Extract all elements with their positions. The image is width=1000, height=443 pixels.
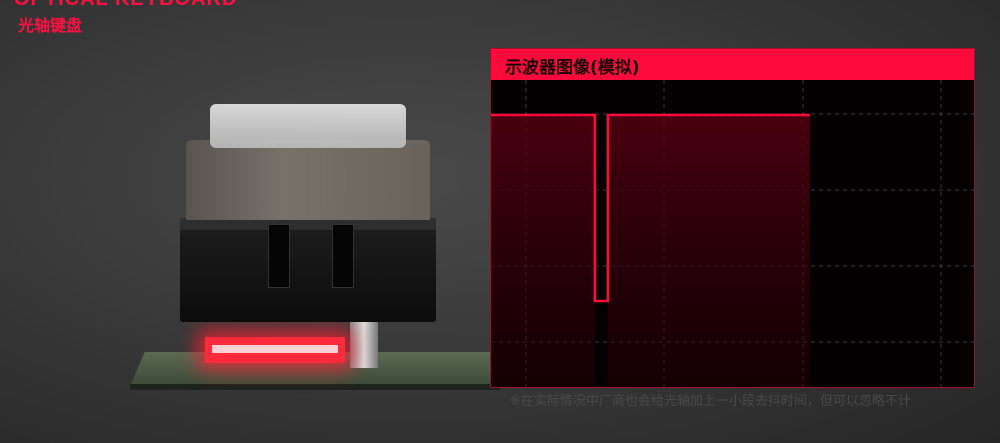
switch-pin — [350, 318, 378, 368]
switch-housing — [180, 218, 436, 322]
oscilloscope-plot — [491, 80, 974, 387]
title-english: OPTICAL KEYBOARD — [14, 0, 237, 11]
signal-fill — [491, 115, 595, 387]
housing-clip-left — [268, 224, 290, 288]
switch-stem — [186, 140, 430, 220]
signal-fill — [607, 115, 810, 387]
footnote: ※在实际情况中厂商也会给光轴加上一小段去抖时间，但可以忽略不计 — [510, 394, 911, 409]
signal-trace — [491, 113, 810, 303]
light-beam-core — [212, 345, 338, 353]
oscilloscope-header: 示波器图像(模拟) — [491, 49, 974, 80]
housing-top — [180, 218, 436, 230]
oscilloscope-panel: 示波器图像(模拟) — [490, 48, 975, 388]
title-chinese: 光轴键盘 — [18, 16, 83, 35]
housing-clip-right — [332, 224, 354, 288]
oscilloscope-title: 示波器图像(模拟) — [505, 58, 640, 78]
keycap — [210, 104, 406, 148]
pcb-edge — [130, 384, 500, 390]
